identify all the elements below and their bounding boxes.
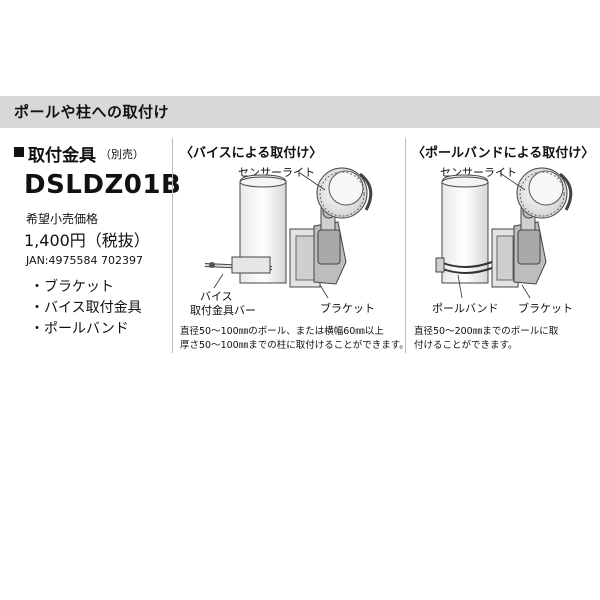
section-header-bar	[0, 96, 600, 128]
jan-code: JAN:4975584 702397	[26, 254, 143, 267]
section-title: ポールや柱への取付け	[14, 103, 170, 121]
panel-separator-1	[172, 138, 173, 353]
vise-mount-illustration	[204, 167, 373, 299]
band-label-pole-band: ポールバンド	[432, 302, 499, 315]
panel-separator-2	[405, 138, 406, 353]
band-panel-title: 〈ポールバンドによる取付け〉	[412, 146, 595, 161]
item-vise-fitting: ・バイス取付金具	[30, 300, 142, 316]
band-label-bracket: ブラケット	[518, 302, 573, 315]
band-note-line-2: 付けることができます。	[414, 340, 518, 351]
product-heading: 取付金具	[28, 146, 96, 166]
item-pole-band: ・ポールバンド	[30, 321, 129, 337]
band-label-sensor: センサーライト	[440, 166, 517, 179]
product-heading-note: （別売）	[100, 148, 144, 161]
vise-label-sensor: センサーライト	[238, 166, 315, 179]
price-label: 希望小売価格	[26, 212, 99, 226]
vise-label-vise: バイス	[200, 290, 233, 303]
vise-note-line-1: 直径50～100㎜のポール、または横幅60㎜以上	[180, 326, 384, 337]
vise-label-bracket: ブラケット	[320, 302, 375, 315]
vise-label-vise-bar: 取付金具バー	[190, 304, 256, 317]
vise-note-line-2: 厚さ50～100㎜までの柱に取付けることができます。	[180, 340, 409, 351]
band-mount-illustration	[435, 167, 573, 299]
product-model: DSLDZ01B	[24, 170, 182, 200]
band-note-line-1: 直径50～200㎜までのポールに取	[414, 326, 559, 337]
heading-bullet	[14, 147, 24, 157]
vise-panel-title: 〈バイスによる取付け〉	[180, 146, 323, 161]
price-value: 1,400円（税抜）	[24, 231, 150, 250]
item-bracket: ・ブラケット	[30, 279, 114, 295]
